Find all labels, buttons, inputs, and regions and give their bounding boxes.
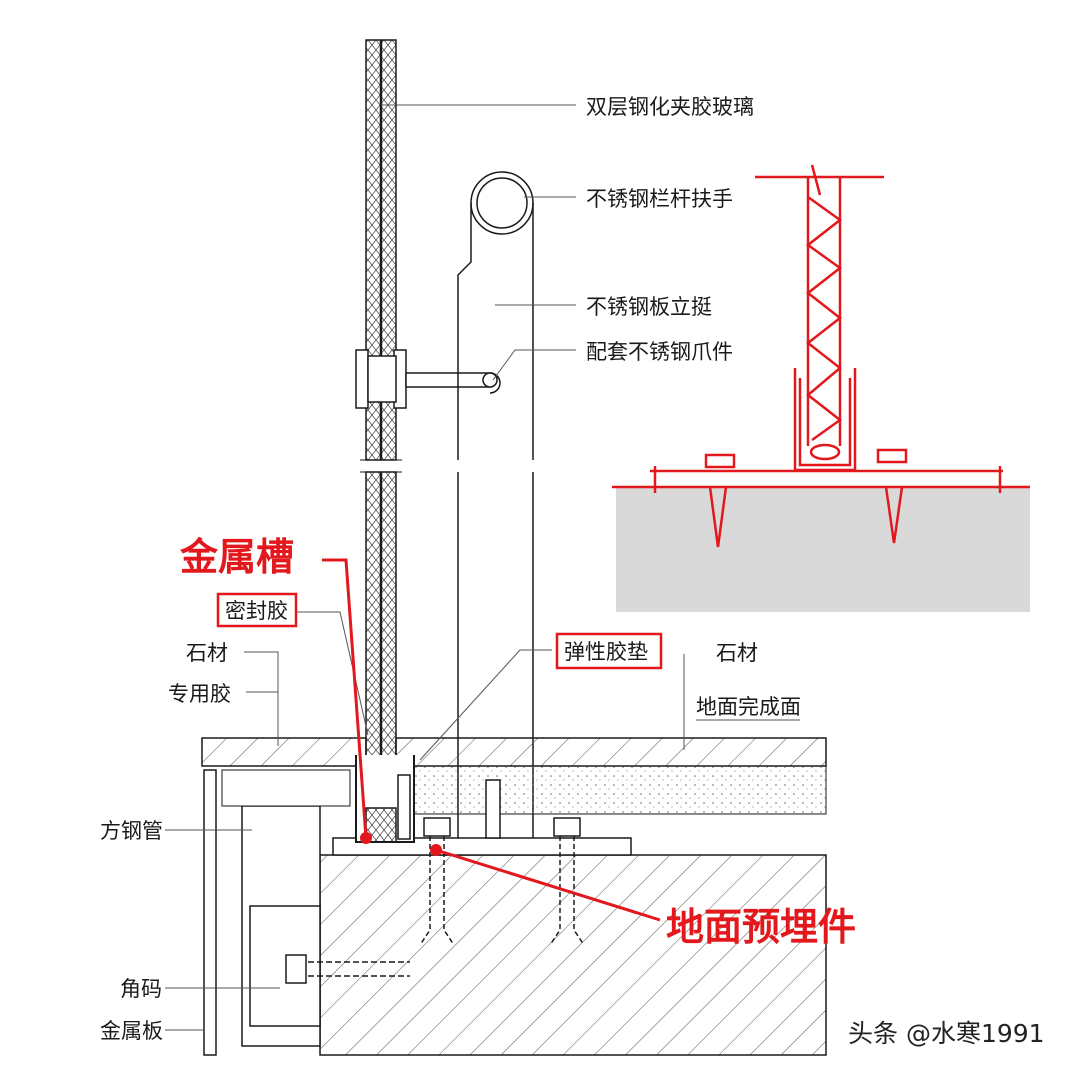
- claw-fitting: [355, 349, 501, 409]
- label-plate-post: 不锈钢板立挺: [586, 295, 712, 319]
- red-leaders: [322, 558, 661, 922]
- floor-structure: [201, 737, 827, 1056]
- label-angle-code: 角码: [120, 977, 162, 1001]
- label-metal-plate: 金属板: [100, 1019, 163, 1043]
- label-handrail: 不锈钢栏杆扶手: [586, 187, 733, 211]
- label-stone-right: 石材: [716, 641, 758, 665]
- label-elastic-pad: 弹性胶垫: [564, 640, 648, 664]
- sealant-box: [216, 592, 298, 628]
- callout-metal-groove: 金属槽: [179, 535, 294, 579]
- label-stone-left: 石材: [186, 641, 228, 665]
- callout-embedded-part: 地面预埋件: [666, 905, 856, 949]
- embedded-part-marker: [430, 844, 442, 856]
- glass-panel: [360, 39, 402, 808]
- red-detail-inset: [612, 164, 1030, 612]
- label-glass: 双层钢化夹胶玻璃: [586, 95, 754, 119]
- metal-groove-marker: [360, 832, 372, 844]
- label-claw: 配套不锈钢爪件: [586, 340, 733, 364]
- leader-lines: [165, 104, 800, 1031]
- label-sealant: 密封胶: [225, 599, 288, 623]
- label-square-tube: 方钢管: [100, 819, 163, 843]
- watermark: 头条 @水寒1991: [848, 1019, 1045, 1048]
- elastic-pad-box: [555, 632, 663, 670]
- label-special-glue: 专用胶: [168, 682, 231, 706]
- label-floor-finish: 地面完成面: [696, 695, 801, 719]
